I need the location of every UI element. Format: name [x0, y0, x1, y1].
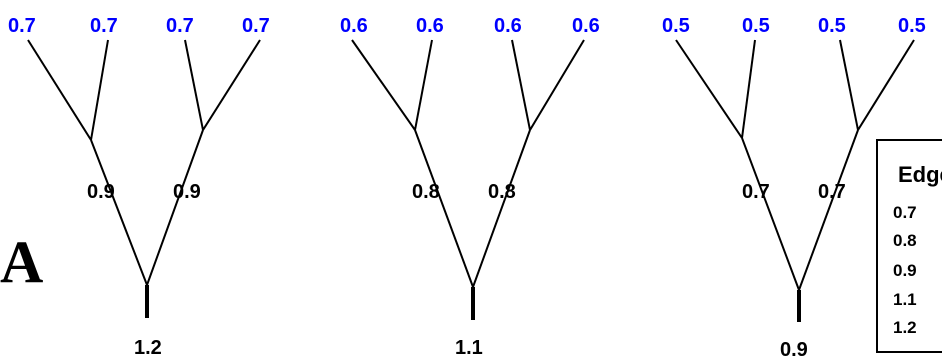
- tree-1-leaf-2-label: 0.7: [90, 15, 118, 37]
- tree-2-leaf-3-label: 0.6: [494, 15, 522, 37]
- edge-leaf-4: [202, 39, 261, 131]
- tree-1: [27, 39, 261, 318]
- tree-3-leaf-4-label: 0.5: [898, 15, 926, 37]
- edge-leaf-4: [529, 39, 585, 131]
- legend-item-3: 0.9: [893, 261, 917, 280]
- tree-1-root-label: 1.2: [134, 337, 162, 359]
- tree-2-leaf-4-label: 0.6: [572, 15, 600, 37]
- legend-item-1: 0.7: [893, 203, 917, 222]
- tree-2: [351, 39, 585, 320]
- edge-inner-right: [798, 129, 859, 291]
- tree-1-leaf-3-label: 0.7: [166, 15, 194, 37]
- edge-inner-left: [90, 139, 148, 286]
- tree-3-leaf-2-label: 0.5: [742, 15, 770, 37]
- edge-inner-left: [741, 137, 800, 291]
- edge-leaf-2: [90, 39, 109, 141]
- tree-3-inner-left-label: 0.7: [742, 181, 770, 203]
- edge-leaf-1: [675, 39, 743, 139]
- tree-1-inner-left-label: 0.9: [87, 181, 115, 203]
- tree-2-leaf-1-label: 0.6: [340, 15, 368, 37]
- legend-title: Edge: [898, 162, 942, 187]
- edge-leaf-2: [741, 39, 756, 139]
- edge-leaf-3: [839, 39, 859, 131]
- tree-2-inner-right-label: 0.8: [488, 181, 516, 203]
- legend: Edge 0.7 0.8 0.9 1.1 1.2: [876, 139, 942, 353]
- tree-1-leaf-4-label: 0.7: [242, 15, 270, 37]
- legend-item-5: 1.2: [893, 318, 917, 337]
- tree-3-leaf-1-label: 0.5: [662, 15, 690, 37]
- edge-leaf-2: [414, 39, 433, 131]
- tree-3-root-label: 0.9: [780, 339, 808, 360]
- legend-item-2: 0.8: [893, 231, 917, 250]
- edge-leaf-3: [184, 39, 204, 131]
- tree-3-inner-right-label: 0.7: [818, 181, 846, 203]
- tree-2-inner-left-label: 0.8: [412, 181, 440, 203]
- edge-leaf-3: [511, 39, 531, 131]
- edge-leaf-1: [351, 39, 416, 131]
- tree-1-leaf-1-label: 0.7: [8, 15, 36, 37]
- edge-leaf-4: [857, 39, 915, 131]
- edge-inner-right: [146, 129, 204, 286]
- tree-2-leaf-2-label: 0.6: [416, 15, 444, 37]
- tree-1-inner-right-label: 0.9: [173, 181, 201, 203]
- edge-leaf-1: [27, 39, 92, 141]
- legend-box: [876, 139, 942, 353]
- legend-item-4: 1.1: [893, 290, 917, 309]
- panel-letter: A: [0, 229, 43, 295]
- edge-inner-left: [414, 129, 474, 288]
- tree-2-root-label: 1.1: [455, 337, 483, 359]
- tree-3-leaf-3-label: 0.5: [818, 15, 846, 37]
- tree-3: [675, 39, 915, 322]
- edge-inner-right: [472, 129, 531, 288]
